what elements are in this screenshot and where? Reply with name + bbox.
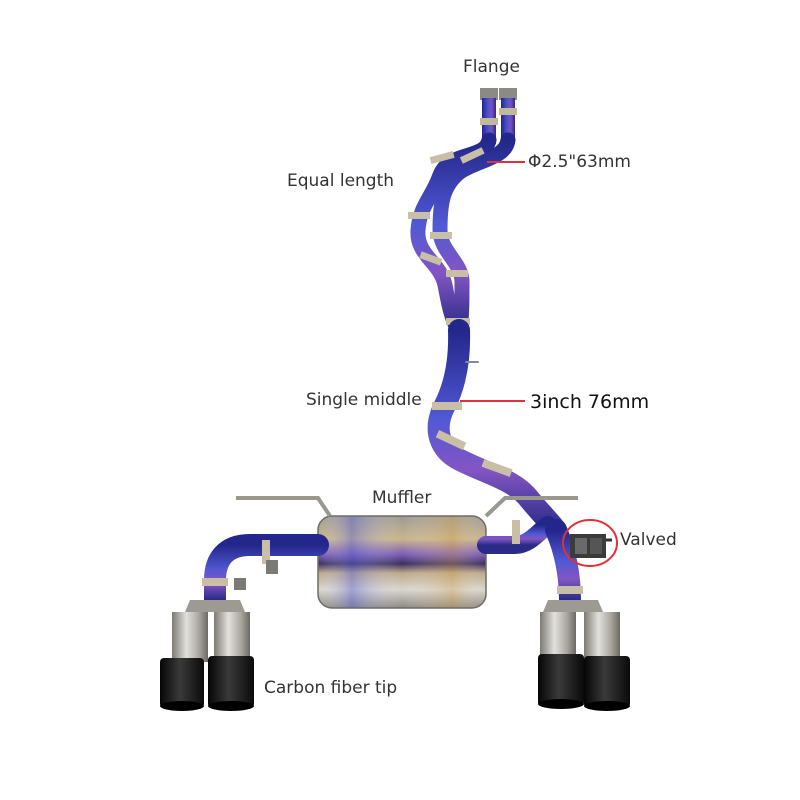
right-outlet-pipe [477, 516, 583, 611]
valve-actuator [570, 534, 612, 558]
single-middle-pipe [427, 319, 567, 541]
left-tips [160, 600, 254, 711]
diameter-label: Φ2.5"63mm [528, 152, 631, 172]
left-outlet-pipe [202, 534, 329, 611]
equal-length-label: Equal length [287, 171, 395, 191]
right-tips [538, 600, 630, 711]
equal-length-section [408, 132, 516, 338]
muffler-label: Muffler [372, 488, 432, 508]
flange-label: Flange [463, 57, 520, 77]
valved-label: Valved [620, 530, 677, 550]
carbon-tip-label: Carbon fiber tip [264, 678, 398, 698]
single-middle-label: Single middle [306, 390, 422, 410]
muffler [236, 496, 578, 609]
flange [480, 88, 517, 144]
middle-size-label: 3inch 76mm [530, 391, 650, 413]
valve-callout-circle [562, 519, 618, 567]
